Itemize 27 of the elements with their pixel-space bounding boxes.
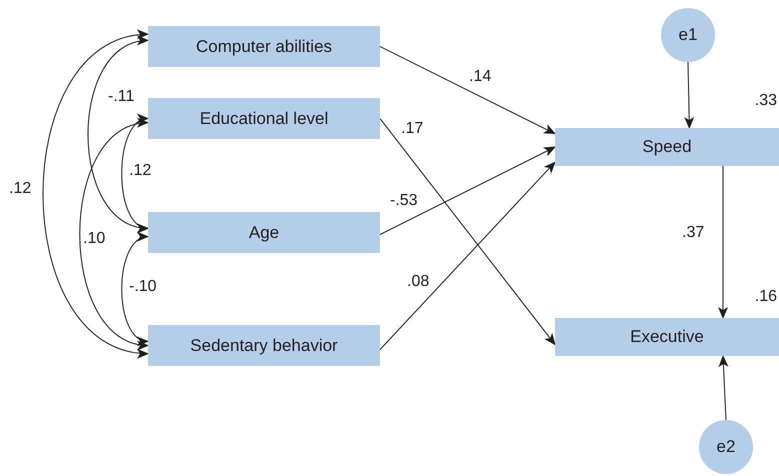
error-circle (699, 420, 753, 474)
node-label: Computer abilities (196, 36, 332, 56)
node-label: e2 (716, 437, 736, 457)
covariance-arrow (121, 234, 149, 344)
path-arrow (718, 166, 728, 319)
path-arrow (380, 161, 556, 350)
variable-box (148, 212, 380, 253)
path-arrow (684, 62, 694, 129)
variable-box (148, 26, 380, 67)
covariance-arrow (121, 116, 149, 230)
path-arrow (380, 118, 556, 346)
variable-box (555, 128, 779, 166)
path-arrow (380, 46, 556, 134)
node-label: Age (248, 222, 280, 242)
node-label: Speed (642, 137, 692, 157)
path-arrow (380, 146, 556, 236)
variable-box (148, 325, 380, 366)
node-label: Executive (630, 327, 704, 347)
covariance-arrow (79, 120, 149, 348)
covariance-arrow (42, 31, 149, 356)
node-label: Sedentary behavior (190, 336, 338, 356)
node-label: e1 (678, 25, 698, 45)
variable-box (555, 318, 779, 356)
variable-box (148, 98, 380, 139)
node-label: Educational level (200, 108, 328, 128)
error-circle (661, 8, 715, 62)
path-arrow (718, 355, 728, 420)
